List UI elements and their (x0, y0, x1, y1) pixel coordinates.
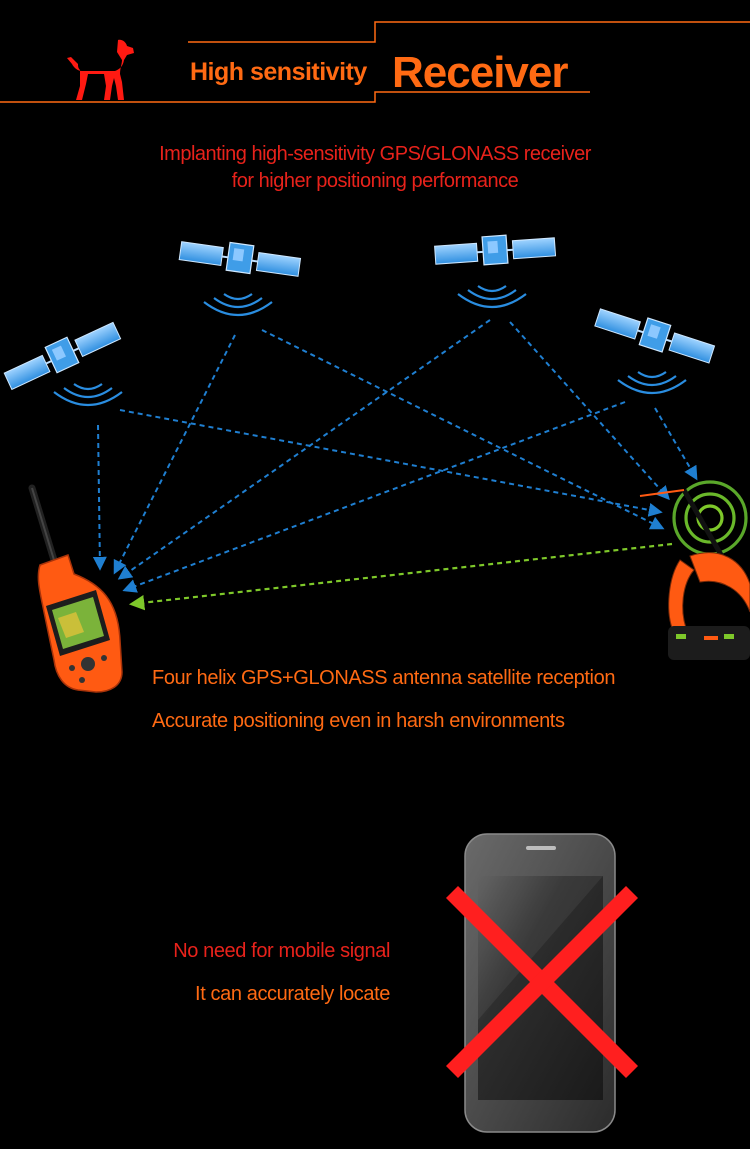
satellite-icon (433, 230, 557, 270)
mobile-note-line-1: No need for mobile signal (173, 940, 390, 962)
title-big: Receiver (392, 48, 568, 97)
feature-line-1: Four helix GPS+GLONASS antenna satellite… (152, 667, 616, 689)
mobile-note-line-2: It can accurately locate (195, 983, 390, 1005)
handheld-gps-icon (28, 484, 123, 693)
subtitle-line-2: for higher positioning performance (231, 170, 519, 192)
feature-line-2: Accurate positioning even in harsh envir… (152, 710, 565, 732)
header-frame-lines (0, 21, 750, 103)
satellite-icon (0, 315, 124, 395)
dog-icon (67, 39, 134, 100)
satellite-icon (177, 234, 303, 282)
subtitle-line-1: Implanting high-sensitivity GPS/GLONASS … (159, 143, 591, 165)
red-x-icon (445, 885, 639, 1079)
satellite-icon (592, 302, 718, 368)
dog-collar-icon (639, 480, 750, 660)
title-small: High sensitivity (190, 58, 367, 86)
